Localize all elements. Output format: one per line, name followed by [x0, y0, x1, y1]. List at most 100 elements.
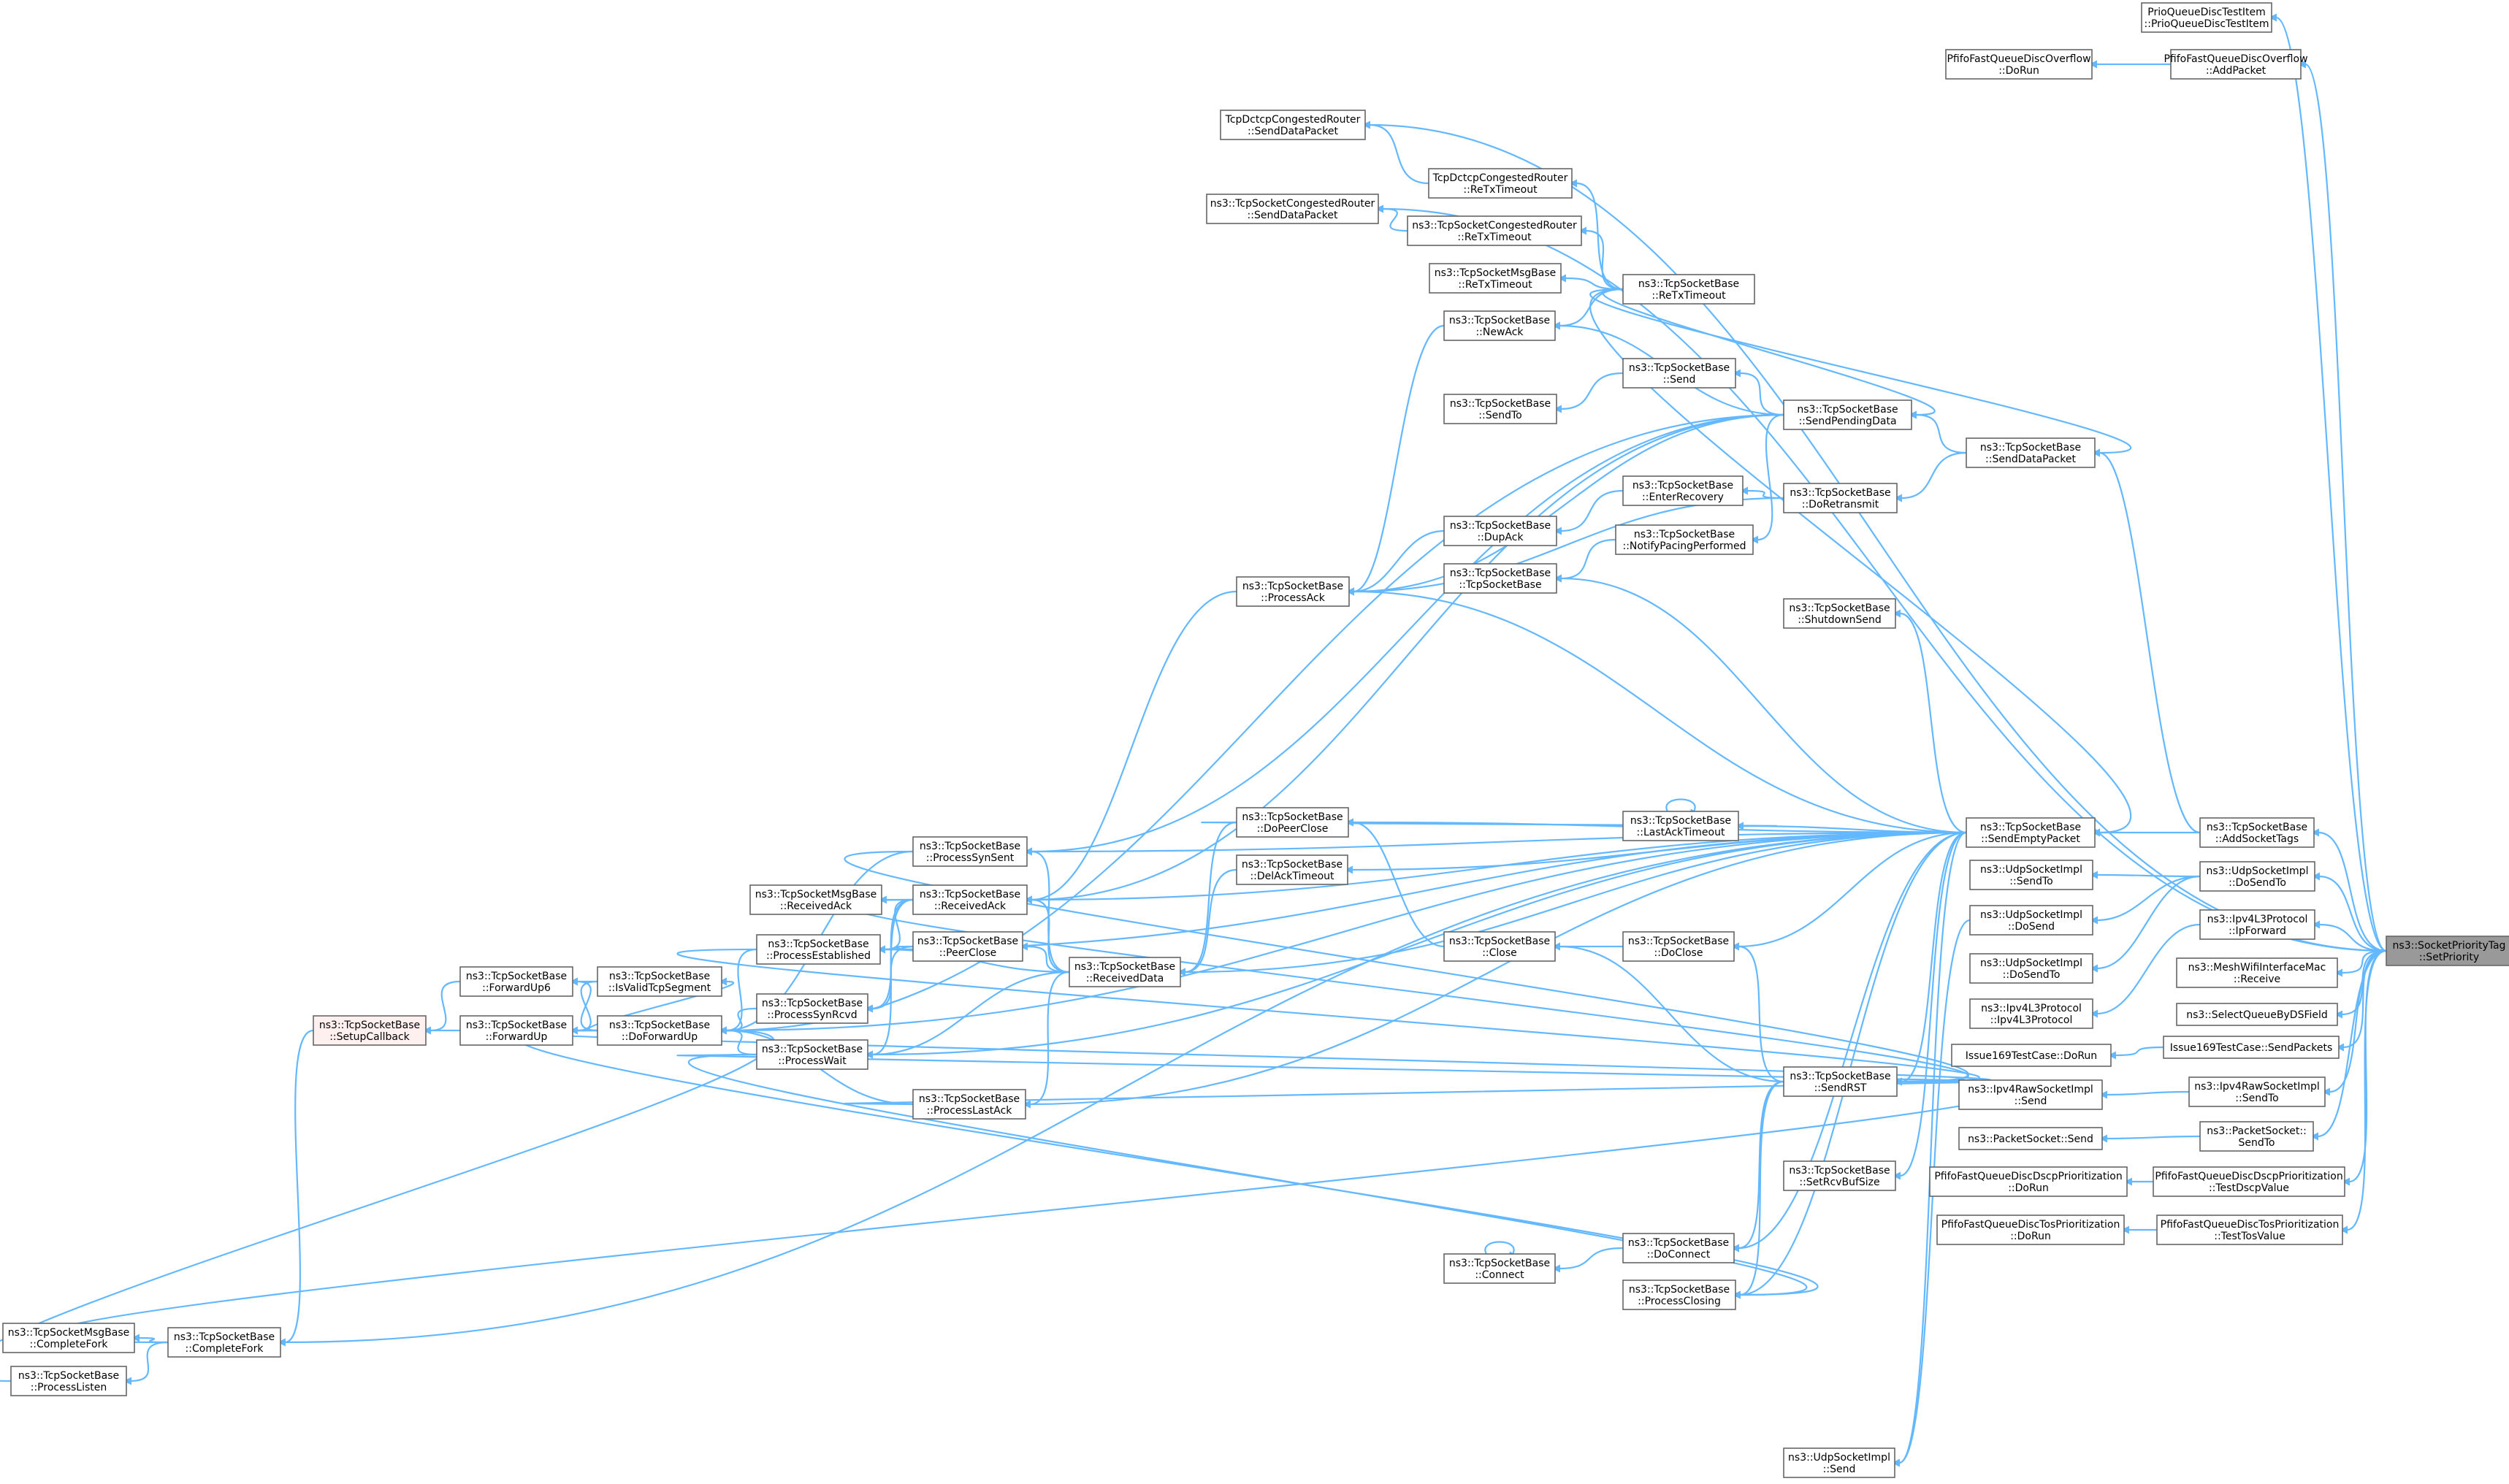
node-label-line: ::Receive [2234, 974, 2280, 985]
call-edge-connect-to-connect [1484, 1241, 1517, 1261]
node-rawsend[interactable]: ns3::Ipv4RawSocketImpl::Send [1958, 1079, 2103, 1110]
node-dscp_run[interactable]: PfifoFastQueueDiscDscpPrioritization::Do… [1929, 1166, 2128, 1197]
node-doforwardup[interactable]: ns3::TcpSocketBase::DoForwardUp [597, 1015, 722, 1046]
node-sendpending[interactable]: ns3::TcpSocketBase::SendPendingData [1783, 399, 1912, 430]
call-edge-rawsend-to-rawsendto [2099, 1090, 2190, 1099]
call-edge-processsynsent-to-sendempty [1024, 831, 1967, 856]
node-pfifooverflow_add[interactable]: PfifoFastQueueDiscOverflow::AddPacket [2164, 49, 2308, 80]
node-label-line: ns3::PacketSocket::Send [1968, 1133, 2093, 1145]
node-tos_test[interactable]: PfifoFastQueueDiscTosPrioritization::Tes… [2156, 1215, 2343, 1245]
node-udp_dosendto2[interactable]: ns3::UdpSocketImpl::DoSendTo [1969, 953, 2093, 984]
node-box [1407, 215, 1582, 246]
node-congested_senddata[interactable]: ns3::TcpSocketCongestedRouter::SendDataP… [1206, 194, 1379, 224]
node-setpriority[interactable]: ns3::SocketPriorityTag::SetPriority [2386, 936, 2509, 966]
node-sendempty[interactable]: ns3::TcpSocketBase::SendEmptyPacket [1966, 817, 2096, 848]
node-receivedack[interactable]: ns3::TcpSocketBase::ReceivedAck [912, 884, 1028, 915]
node-processlisten[interactable]: ns3::TcpSocketBase::ProcessListen [10, 1366, 127, 1396]
node-processclosing[interactable]: ns3::TcpSocketBase::ProcessClosing [1622, 1280, 1736, 1310]
node-enterrecovery[interactable]: ns3::TcpSocketBase::EnterRecovery [1622, 475, 1744, 506]
node-msg_retx[interactable]: ns3::TcpSocketMsgBase::ReTxTimeout [1429, 263, 1562, 294]
node-label-line: ns3::TcpSocketBase [1450, 567, 1551, 579]
node-delacktimeout[interactable]: ns3::TcpSocketBase::DelAckTimeout [1236, 854, 1348, 885]
node-tcpsocketbase[interactable]: ns3::TcpSocketBase::TcpSocketBase [1443, 563, 1557, 594]
node-label-line: ns3::Ipv4L3Protocol [2207, 914, 2308, 925]
node-label-line: ns3::TcpSocketBase [762, 1044, 863, 1055]
node-sendrst[interactable]: ns3::TcpSocketBase::SendRST [1783, 1066, 1898, 1097]
node-send[interactable]: ns3::TcpSocketBase::Send [1622, 358, 1736, 389]
node-udp_dosendto[interactable]: ns3::UdpSocketImpl::DoSendTo [2199, 861, 2315, 892]
node-udpsend[interactable]: ns3::UdpSocketImpl::Send [1783, 1447, 1895, 1478]
node-addsockettags[interactable]: ns3::TcpSocketBase::AddSocketTags [2199, 817, 2315, 848]
node-udp_sendto[interactable]: ns3::UdpSocketImpl::SendTo [1969, 860, 2093, 890]
node-dupack[interactable]: ns3::TcpSocketBase::DupAck [1443, 516, 1557, 546]
node-label-line: ::CompleteFork [186, 1343, 264, 1355]
node-selectqueue[interactable]: ns3::SelectQueueByDSField [2176, 1003, 2338, 1026]
node-forwardup[interactable]: ns3::TcpSocketBase::ForwardUp [459, 1015, 573, 1046]
node-senddatapacket[interactable]: ns3::TcpSocketBase::SendDataPacket [1966, 437, 2096, 468]
node-dctcp_retx[interactable]: TcpDctcpCongestedRouter::ReTxTimeout [1428, 168, 1573, 199]
node-isvalid[interactable]: ns3::TcpSocketBase::IsValidTcpSegment [597, 966, 722, 997]
node-setrcvbufsize[interactable]: ns3::TcpSocketBase::SetRcvBufSize [1783, 1160, 1896, 1191]
node-tos_run[interactable]: PfifoFastQueueDiscTosPrioritization::DoR… [1936, 1215, 2125, 1245]
call-edge-notifypacing-to-sendpending [1750, 413, 1784, 544]
call-edge-doforwardup-to-sendempty [719, 831, 1967, 1035]
node-label-line: ::PeerClose [939, 947, 997, 959]
node-close[interactable]: ns3::TcpSocketBase::Close [1443, 931, 1556, 962]
node-congested_retx[interactable]: ns3::TcpSocketCongestedRouter::ReTxTimeo… [1407, 215, 1582, 246]
node-msg_completefork[interactable]: ns3::TcpSocketMsgBase::CompleteFork [2, 1323, 135, 1353]
node-msg_receivedack[interactable]: ns3::TcpSocketMsgBase::ReceivedAck [749, 884, 882, 915]
node-meshwifi[interactable]: ns3::MeshWifiInterfaceMac::Receive [2176, 957, 2338, 988]
call-edge-isvalid-to-doforwardup [588, 977, 735, 1032]
node-ipv4l3[interactable]: ns3::Ipv4L3Protocol::Ipv4L3Protocol [1969, 998, 2093, 1029]
node-label-line: ::Close [1482, 947, 1517, 959]
node-issue169run[interactable]: Issue169TestCase::DoRun [1951, 1044, 2112, 1067]
node-doperclose[interactable]: ns3::TcpSocketBase::DoPeerClose [1236, 807, 1349, 838]
node-label-line: PfifoFastQueueDiscDscpPrioritization [2155, 1171, 2342, 1182]
node-shutdownsend[interactable]: ns3::TcpSocketBase::ShutdownSend [1783, 598, 1896, 629]
node-notifypacing[interactable]: ns3::TcpSocketBase::NotifyPacingPerforme… [1615, 524, 1754, 555]
node-box [1443, 394, 1557, 424]
node-label-line: ::TestDscpValue [2209, 1182, 2289, 1194]
node-setupcallback[interactable]: ns3::TcpSocketBase::SetupCallback [313, 1015, 427, 1046]
node-sendto[interactable]: ns3::TcpSocketBase::SendTo [1443, 394, 1557, 424]
node-udp_dosend[interactable]: ns3::UdpSocketImpl::DoSend [1969, 905, 2093, 936]
node-processsynsent[interactable]: ns3::TcpSocketBase::ProcessSynSent [912, 836, 1028, 867]
node-pktsend[interactable]: ns3::PacketSocket::Send [1958, 1127, 2103, 1150]
node-label-line: ns3::TcpSocketBase [1242, 811, 1343, 823]
node-label-line: ::EnterRecovery [1642, 492, 1724, 503]
node-lastacktimeout[interactable]: ns3::TcpSocketBase::LastAckTimeout [1622, 811, 1739, 841]
node-label-line: ::SendPendingData [1798, 416, 1896, 427]
node-connect[interactable]: ns3::TcpSocketBase::Connect [1443, 1253, 1556, 1284]
node-dscp_test[interactable]: PfifoFastQueueDiscDscpPrioritization::Te… [2153, 1166, 2345, 1197]
node-retx[interactable]: ns3::TcpSocketBase::ReTxTimeout [1622, 274, 1755, 305]
node-receiveddata[interactable]: ns3::TcpSocketBase::ReceivedData [1069, 957, 1181, 987]
node-rawsendto[interactable]: ns3::Ipv4RawSocketImpl::SendTo [2188, 1076, 2326, 1107]
node-doconnect[interactable]: ns3::TcpSocketBase::DoConnect [1622, 1233, 1735, 1263]
node-forwardup6[interactable]: ns3::TcpSocketBase::ForwardUp6 [459, 966, 573, 997]
node-issue169send[interactable]: Issue169TestCase::SendPackets [2163, 1036, 2340, 1059]
node-newack[interactable]: ns3::TcpSocketBase::NewAck [1443, 310, 1556, 341]
node-pfifooverflow_run[interactable]: PfifoFastQueueDiscOverflow::DoRun [1945, 49, 2093, 80]
node-label-line: ::ReceivedAck [934, 900, 1007, 912]
node-processack[interactable]: ns3::TcpSocketBase::ProcessAck [1236, 576, 1350, 607]
node-prioqueuetest[interactable]: PrioQueueDiscTestItem::PrioQueueDiscTest… [2141, 2, 2272, 33]
node-label-line: ::DupAck [1477, 532, 1524, 543]
node-doclose[interactable]: ns3::TcpSocketBase::DoClose [1622, 931, 1735, 962]
node-processlastack[interactable]: ns3::TcpSocketBase::ProcessLastAck [912, 1089, 1026, 1120]
node-box [597, 1015, 722, 1046]
node-label-line: ns3::TcpSocketBase [1980, 442, 2081, 454]
node-processwait[interactable]: ns3::TcpSocketBase::ProcessWait [756, 1039, 868, 1070]
node-processestablished[interactable]: ns3::TcpSocketBase::ProcessEstablished [756, 934, 881, 965]
node-label-line: TcpDctcpCongestedRouter [1432, 172, 1568, 184]
node-pktsendto[interactable]: ns3::PacketSocket::SendTo [2199, 1121, 2314, 1152]
node-doretransmit[interactable]: ns3::TcpSocketBase::DoRetransmit [1783, 483, 1898, 513]
node-peerclose[interactable]: ns3::TcpSocketBase::PeerClose [912, 931, 1023, 962]
node-processsynrcvd[interactable]: ns3::TcpSocketBase::ProcessSynRcvd [756, 993, 868, 1024]
call-edge-shutdownsend-to-sendempty [1893, 609, 1967, 834]
node-ipforward[interactable]: ns3::Ipv4L3Protocol::IpForward [2199, 909, 2315, 940]
node-completefork[interactable]: ns3::TcpSocketBase::CompleteFork [167, 1327, 281, 1358]
node-dctcp_senddata[interactable]: TcpDctcpCongestedRouter::SendDataPacket [1220, 110, 1366, 140]
node-box [2188, 1076, 2326, 1107]
node-box [2153, 1166, 2345, 1197]
node-label-line: ns3::TcpSocketBase [1449, 315, 1550, 326]
